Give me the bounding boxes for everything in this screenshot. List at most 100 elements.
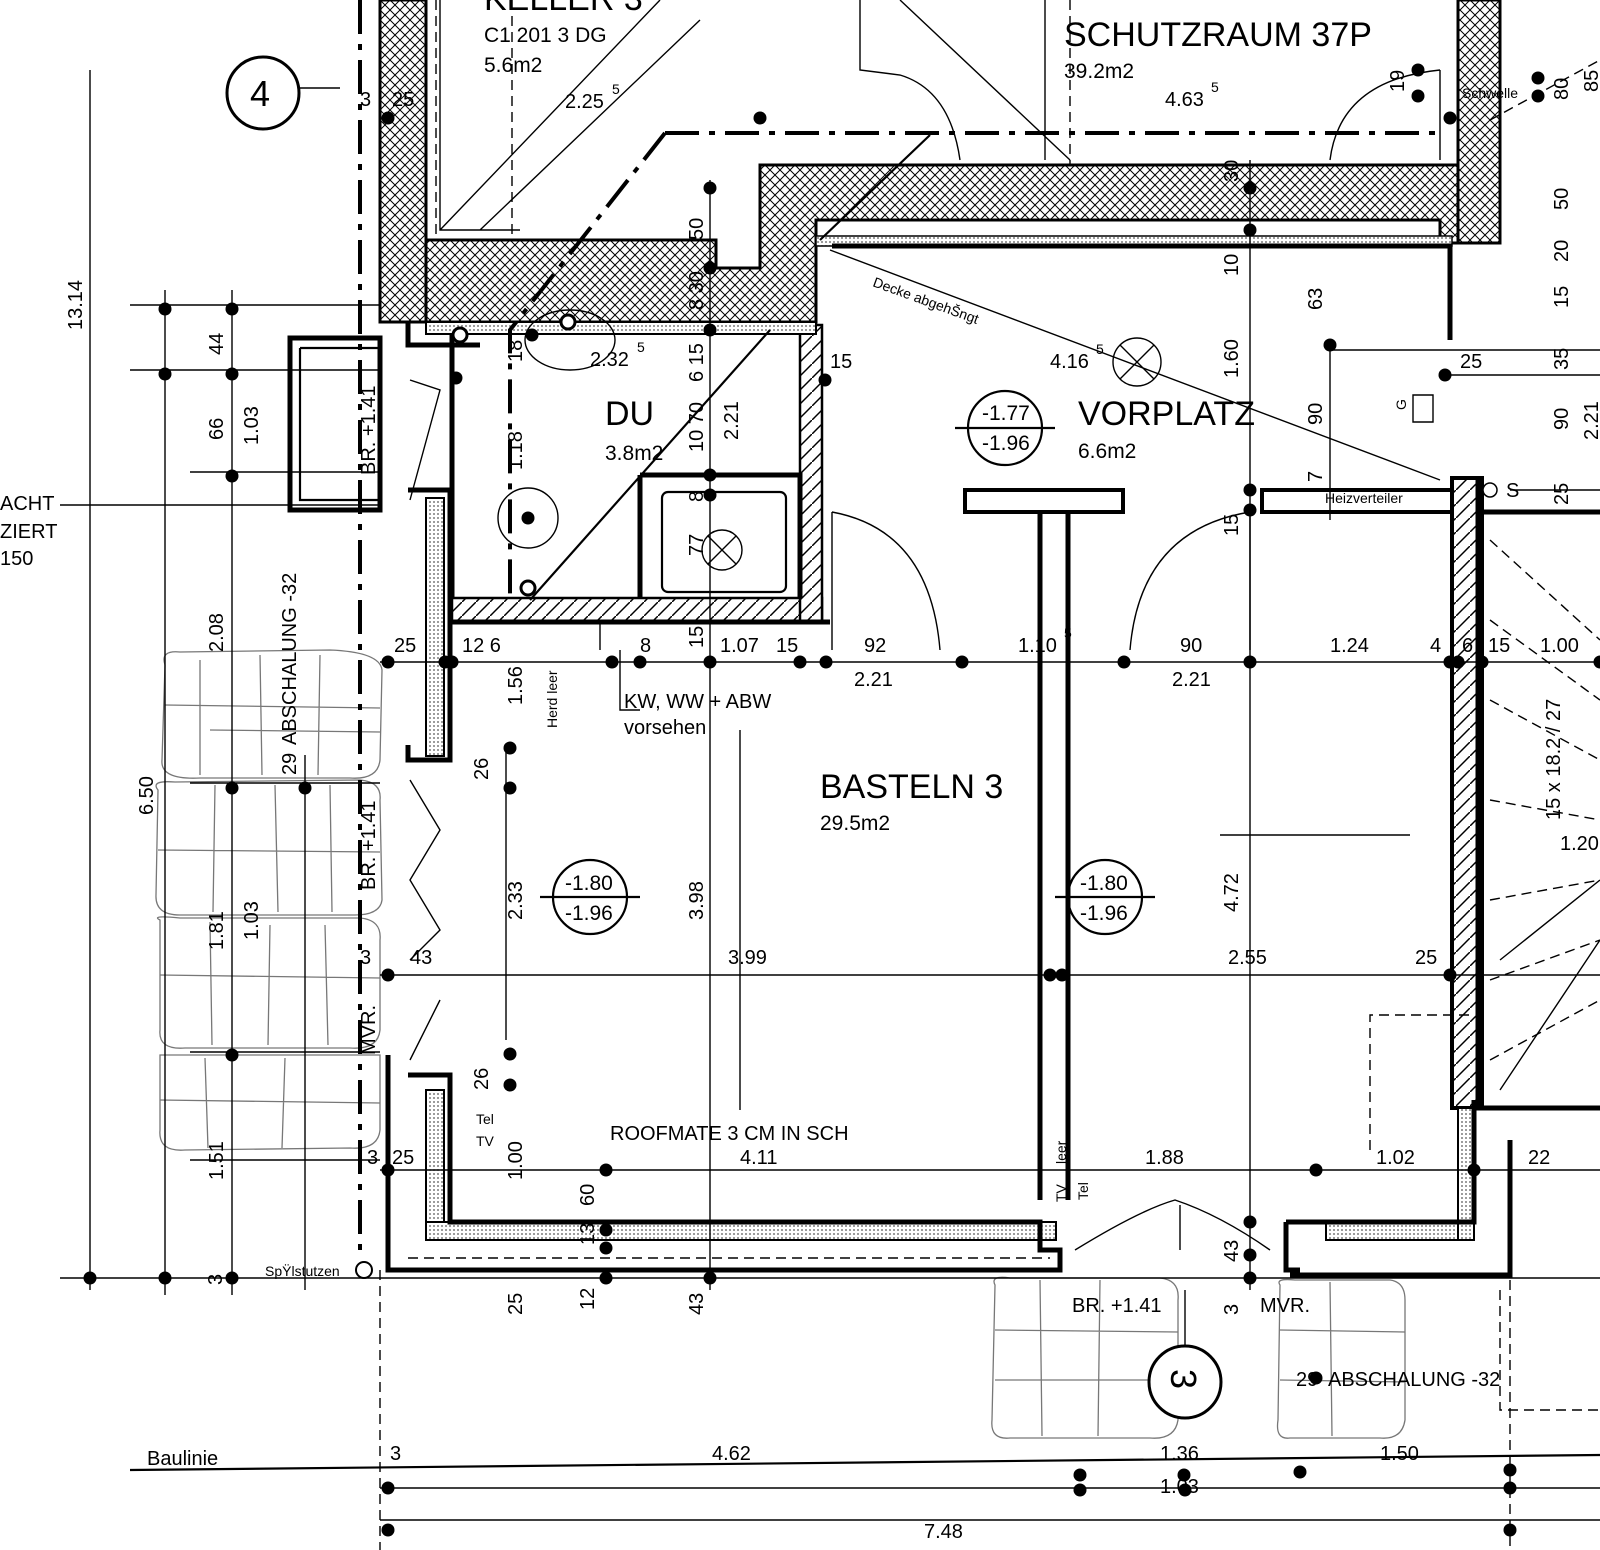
dim-1-81: 1.81: [206, 911, 228, 950]
dim-25f: 25: [392, 1147, 414, 1169]
dimension-dot: [793, 655, 807, 669]
dimension-dot: [1323, 338, 1337, 352]
note-150: 150: [0, 548, 33, 570]
dimension-dot: [1593, 655, 1600, 669]
note-br-left-top: BR. +1.41: [358, 385, 380, 475]
dimension-dot: [503, 741, 517, 755]
dimension-dot: [1073, 1468, 1087, 1482]
dimension-dot: [703, 181, 717, 195]
room-keller-code: C1 201 3 DG: [484, 24, 607, 47]
axis-3-label: 3: [1163, 1369, 1204, 1389]
dimension-dot: [703, 323, 717, 337]
dimension-dot: [1531, 71, 1545, 85]
note-kw-line1: KW, WW + ABW: [624, 691, 771, 713]
dimension-dot: [753, 111, 767, 125]
dim-66: 66: [206, 418, 228, 440]
room-schutzraum-area: 39.2m2: [1064, 60, 1134, 83]
dim-2-33: 2.33: [505, 881, 527, 920]
dimension-dot: [819, 655, 833, 669]
dimension-dot: [1309, 1163, 1323, 1177]
stone-wall-left: [155, 649, 383, 1151]
dimension-labels: 13.14 44 66 1.03 2.08 6.50 1.81 1.03 1.5…: [65, 70, 1600, 1543]
room-du-name: DU: [605, 395, 654, 433]
dim-60: 60: [577, 1184, 599, 1206]
dim-1-10-sup: 5: [1064, 625, 1072, 641]
dimension-dot: [381, 111, 395, 125]
dim-7-48: 7.48: [924, 1521, 963, 1543]
dim-1-24: 1.24: [1330, 635, 1369, 657]
dimension-dot: [1503, 1481, 1517, 1495]
dimension-dot: [225, 302, 239, 316]
dim-1-00b: 1.00: [505, 1141, 527, 1180]
dim-3e: 3: [1221, 1304, 1243, 1315]
note-baulinie: Baulinie: [147, 1448, 218, 1470]
dim-1-03b: 1.03: [241, 901, 263, 940]
dim-2-25-sup: 5: [612, 81, 620, 97]
dim-77: 77: [686, 534, 708, 556]
dim-19: 19: [1387, 70, 1409, 92]
dimension-dot: [158, 302, 172, 316]
dimension-dot: [955, 655, 969, 669]
dim-1-50: 1.50: [1380, 1443, 1419, 1465]
dim-12: 12: [577, 1288, 599, 1310]
level-3-bottom: -1.96: [1080, 902, 1128, 925]
dim-15f: 15: [1488, 635, 1510, 657]
dimension-dot: [1073, 1483, 1087, 1497]
dim-2-21a: 2.21: [854, 669, 893, 691]
dimension-dot: [1443, 111, 1457, 125]
dimension-dot: [225, 781, 239, 795]
dimension-dot: [703, 655, 717, 669]
dimension-dot: [599, 1271, 613, 1285]
dimension-dot: [83, 1271, 97, 1285]
dim-1-18: 1.18: [505, 431, 527, 470]
note-mvr-left: MVR.: [358, 1005, 380, 1055]
dimension-dot: [1043, 968, 1057, 982]
dim-44: 44: [206, 333, 228, 355]
dimension-dot: [381, 1523, 395, 1537]
axis-markers: [225, 55, 1498, 1420]
room-basteln-area: 29.5m2: [820, 812, 890, 835]
level-labels: -1.77 -1.96 -1.80 -1.96 -1.80 -1.96: [565, 402, 1128, 925]
dimension-dot: [1503, 1523, 1517, 1537]
level-2-top: -1.80: [565, 872, 613, 895]
dimension-dot: [1443, 968, 1457, 982]
dim-90c: 90: [1180, 635, 1202, 657]
dimension-points: [83, 63, 1600, 1537]
dim-80: 80: [1551, 78, 1573, 100]
dim-2-21v: 2.21: [721, 401, 743, 440]
dim-6-50: 6.50: [136, 776, 158, 815]
dimension-dot: [225, 367, 239, 381]
dimension-dot: [703, 1271, 717, 1285]
note-s: S: [1506, 480, 1519, 502]
room-keller-name: KELLER 3: [484, 0, 643, 18]
level-1-top: -1.77: [982, 402, 1030, 425]
note-leer: leer: [1053, 1140, 1069, 1164]
note-stairs: 15 x 18.2 / 27: [1543, 699, 1565, 820]
dimension-dot: [158, 367, 172, 381]
dim-50b: 50: [1551, 188, 1573, 210]
dim-10-70: 10 70: [686, 402, 708, 452]
room-vorplatz-area: 6.6m2: [1078, 440, 1136, 463]
dimension-dot: [599, 1163, 613, 1177]
dim-25e: 25: [1415, 947, 1437, 969]
level-1-bottom: -1.96: [982, 432, 1030, 455]
dimension-dot: [1243, 223, 1257, 237]
note-br-left-bottom: BR. +1.41: [358, 800, 380, 890]
level-2-bottom: -1.96: [565, 902, 613, 925]
dim-1-60: 1.60: [1221, 339, 1243, 378]
note-ziert: ZIERT: [0, 521, 57, 543]
dimension-dot: [1243, 1271, 1257, 1285]
dim-2-25: 2.25: [565, 91, 604, 113]
note-heizverteiler: Heizverteiler: [1325, 490, 1403, 506]
dim-26b: 26: [471, 1068, 493, 1090]
dim-3-98: 3.98: [686, 881, 708, 920]
dim-4-11: 4.11: [740, 1147, 777, 1169]
dim-3-99: 3.99: [728, 947, 767, 969]
stone-wall-bottom: [991, 1276, 1406, 1439]
room-keller-area: 5.6m2: [484, 54, 542, 77]
dimension-dot: [703, 468, 717, 482]
dim-2-08: 2.08: [206, 613, 228, 652]
dim-25b: 25: [1460, 351, 1482, 373]
reference-lines: [129, 0, 1600, 1550]
